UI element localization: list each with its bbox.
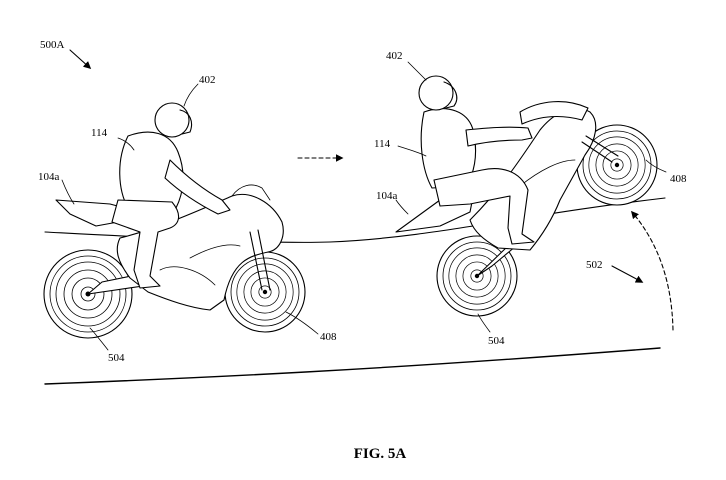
helmet-right	[418, 75, 458, 111]
figure-caption: FIG. 5A	[354, 446, 407, 462]
label-504-right: 504	[488, 335, 505, 347]
front-wheel-right	[576, 124, 658, 206]
label-402-right: 402	[386, 50, 403, 62]
label-104a-left: 104a	[38, 171, 60, 183]
label-502: 502	[586, 259, 603, 271]
label-500a: 500A	[40, 39, 65, 51]
label-504-left: 504	[108, 352, 125, 364]
label-104a-right: 104a	[376, 190, 398, 202]
label-114-left: 114	[91, 127, 108, 139]
motorcycle-left	[43, 102, 306, 339]
label-408-right: 408	[670, 173, 687, 185]
ground-line-lower	[44, 347, 661, 385]
label-114-right: 114	[374, 138, 391, 150]
motorcycle-right	[395, 75, 658, 317]
label-402-left: 402	[199, 74, 216, 86]
helmet-left	[154, 102, 193, 138]
label-408-left: 408	[320, 331, 337, 343]
